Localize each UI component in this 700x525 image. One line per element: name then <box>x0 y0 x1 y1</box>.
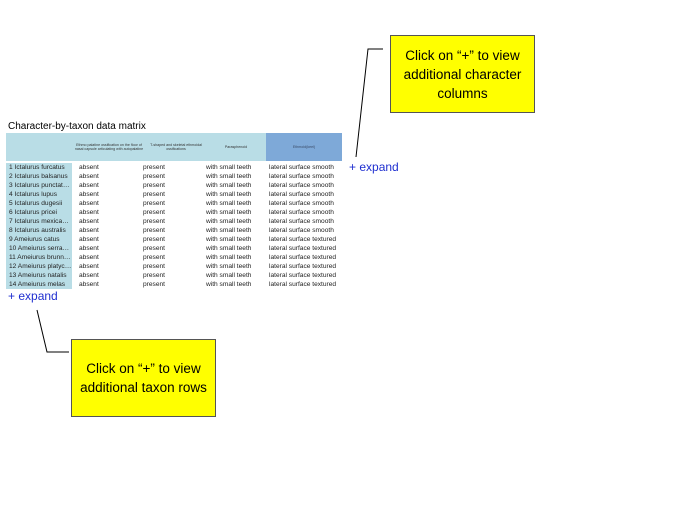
cell: lateral surface textured <box>269 245 337 252</box>
cell: absent <box>79 191 99 198</box>
cell: absent <box>79 272 99 279</box>
callout-expand-columns: Click on “+” to view additional characte… <box>390 35 535 113</box>
cell: present <box>143 209 165 216</box>
cell: lateral surface smooth <box>269 209 334 216</box>
matrix-title: Character-by-taxon data matrix <box>8 121 146 132</box>
callout-expand-rows: Click on “+” to view additional taxon ro… <box>71 339 216 417</box>
cell: present <box>143 263 165 270</box>
cell: absent <box>79 245 99 252</box>
taxon-cell[interactable]: 7 Ictalurus mexica… <box>6 217 72 226</box>
cell: present <box>143 272 165 279</box>
taxon-cell[interactable]: 6 Ictalurus pricei <box>6 208 72 217</box>
cell: lateral surface smooth <box>269 173 334 180</box>
cell: absent <box>79 164 99 171</box>
cell: lateral surface smooth <box>269 182 334 189</box>
table-row: 2 Ictalurus balsanus absent present with sm… <box>6 172 342 181</box>
cell: present <box>143 182 165 189</box>
cell: with small teeth <box>206 182 252 189</box>
cell: with small teeth <box>206 272 252 279</box>
taxon-cell[interactable]: 1 Ictalurus furcatus <box>6 163 72 172</box>
table-row: 10 Ameiurus serrac… absent present with sma… <box>6 244 342 253</box>
cell: with small teeth <box>206 164 252 171</box>
cell: absent <box>79 218 99 225</box>
cell: present <box>143 164 165 171</box>
table-row: 8 Ictalurus australis absent present with s… <box>6 226 342 235</box>
table-row: 13 Ameiurus natalis absent present with sma… <box>6 271 342 280</box>
column-header[interactable]: T-shaped and skeletal ethmoidal ossifica… <box>146 133 206 161</box>
taxon-cell[interactable]: 5 Ictalurus dugesii <box>6 199 72 208</box>
cell: with small teeth <box>206 263 252 270</box>
column-header[interactable]: Ethmo palatine ossification on the floor… <box>72 133 146 161</box>
cell: absent <box>79 200 99 207</box>
table-row: 4 Ictalurus lupus absent present with small… <box>6 190 342 199</box>
taxon-cell[interactable]: 2 Ictalurus balsanus <box>6 172 72 181</box>
table-row: 9 Ameiurus catus absent present with small … <box>6 235 342 244</box>
cell: lateral surface textured <box>269 281 337 288</box>
cell: absent <box>79 263 99 270</box>
header-corner <box>6 133 72 161</box>
table-row: 7 Ictalurus mexica… absent present with sma… <box>6 217 342 226</box>
taxon-cell[interactable]: 12 Ameiurus platyc… <box>6 262 72 271</box>
cell: present <box>143 191 165 198</box>
cell: with small teeth <box>206 200 252 207</box>
cell: with small teeth <box>206 281 252 288</box>
cell: absent <box>79 254 99 261</box>
cell: absent <box>79 236 99 243</box>
column-header-selected[interactable]: Ethmoid(keel) <box>266 133 342 161</box>
table-row: 1 Ictalurus furcatus absent present with sm… <box>6 163 342 172</box>
taxon-cell[interactable]: 11 Ameiurus brunn… <box>6 253 72 262</box>
expand-rows-link[interactable]: + expand <box>8 289 58 303</box>
cell: absent <box>79 182 99 189</box>
taxon-cell[interactable]: 14 Ameiurus melas <box>6 280 72 289</box>
cell: present <box>143 236 165 243</box>
column-header[interactable]: Parasphenoid <box>206 133 266 161</box>
cell: with small teeth <box>206 209 252 216</box>
cell: lateral surface smooth <box>269 200 334 207</box>
cell: with small teeth <box>206 245 252 252</box>
cell: lateral surface smooth <box>269 227 334 234</box>
cell: absent <box>79 281 99 288</box>
cell: present <box>143 200 165 207</box>
table-row: 3 Ictalurus punctat… absent present with sm… <box>6 181 342 190</box>
cell: with small teeth <box>206 227 252 234</box>
cell: lateral surface smooth <box>269 191 334 198</box>
connector-line-top <box>355 48 383 158</box>
cell: lateral surface textured <box>269 263 337 270</box>
table-row: 5 Ictalurus dugesii absent present with sma… <box>6 199 342 208</box>
taxon-cell[interactable]: 13 Ameiurus natalis <box>6 271 72 280</box>
cell: absent <box>79 209 99 216</box>
cell: with small teeth <box>206 218 252 225</box>
cell: lateral surface smooth <box>269 164 334 171</box>
cell: present <box>143 254 165 261</box>
table-row: 6 Ictalurus pricei absent present with smal… <box>6 208 342 217</box>
cell: with small teeth <box>206 173 252 180</box>
taxon-cell[interactable]: 9 Ameiurus catus <box>6 235 72 244</box>
cell: present <box>143 173 165 180</box>
cell: absent <box>79 173 99 180</box>
connector-line-bottom <box>36 309 69 353</box>
table-row: 12 Ameiurus platyc… absent present with sma… <box>6 262 342 271</box>
taxon-cell[interactable]: 3 Ictalurus punctat… <box>6 181 72 190</box>
cell: lateral surface textured <box>269 254 337 261</box>
cell: present <box>143 218 165 225</box>
cell: present <box>143 245 165 252</box>
cell: with small teeth <box>206 236 252 243</box>
taxon-cell[interactable]: 4 Ictalurus lupus <box>6 190 72 199</box>
cell: absent <box>79 227 99 234</box>
cell: lateral surface textured <box>269 236 337 243</box>
cell: with small teeth <box>206 254 252 261</box>
cell: lateral surface textured <box>269 272 337 279</box>
taxon-cell[interactable]: 10 Ameiurus serrac… <box>6 244 72 253</box>
table-row: 11 Ameiurus brunn… absent present with smal… <box>6 253 342 262</box>
cell: present <box>143 281 165 288</box>
cell: with small teeth <box>206 191 252 198</box>
table-row: 14 Ameiurus melas absent present with small… <box>6 280 342 289</box>
cell: lateral surface smooth <box>269 218 334 225</box>
taxon-cell[interactable]: 8 Ictalurus australis <box>6 226 72 235</box>
cell: present <box>143 227 165 234</box>
expand-columns-link[interactable]: + expand <box>349 160 399 174</box>
matrix-rows: 1 Ictalurus furcatus absent present with sm… <box>6 163 342 289</box>
